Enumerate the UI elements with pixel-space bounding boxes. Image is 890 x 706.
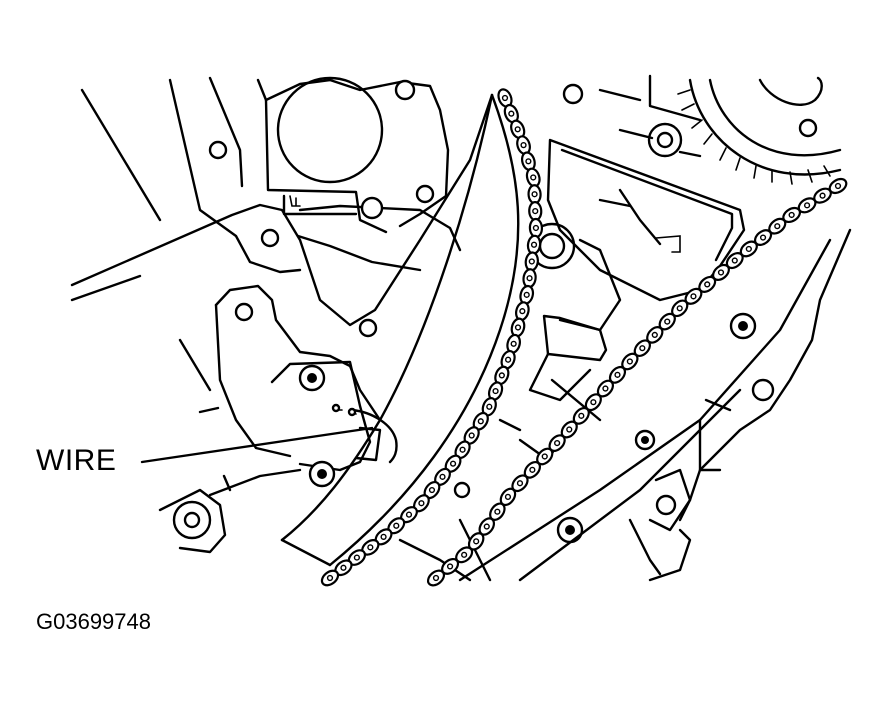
chain-pin	[731, 257, 738, 264]
chain-pin	[449, 460, 457, 467]
chain-pin	[523, 291, 530, 298]
chain-pin	[704, 281, 711, 288]
tensioner-housing	[276, 76, 384, 216]
chain-pin	[651, 331, 658, 338]
chain-guide	[280, 93, 520, 567]
chain-pin	[530, 174, 537, 181]
engine-cover-outline	[70, 76, 494, 554]
chain-pin	[483, 523, 490, 530]
chain-pin	[745, 245, 752, 253]
chain-pin	[340, 564, 347, 571]
chain-pin	[461, 551, 468, 558]
chain-pin	[505, 356, 512, 363]
wire-leader-line	[140, 426, 374, 464]
chain-pin	[418, 500, 425, 507]
chain-pin	[367, 544, 374, 551]
chain-pin	[514, 126, 521, 133]
chain-pin	[428, 486, 436, 494]
chain-pin	[717, 269, 725, 276]
chain-pin	[353, 554, 360, 561]
chain-pin	[578, 412, 585, 419]
chain-pin	[520, 142, 527, 149]
chain-pin	[492, 387, 499, 395]
chain-pin	[439, 473, 446, 480]
chain-pin	[530, 241, 538, 248]
chain-pin	[541, 453, 548, 460]
chain-pin	[508, 110, 515, 117]
chain-pin	[501, 94, 509, 102]
chain-pin	[459, 446, 466, 453]
chain-pin	[519, 308, 526, 315]
chain-pin	[393, 522, 400, 529]
chain-pin	[690, 293, 697, 300]
chain-pin	[626, 358, 633, 365]
chain-pin	[529, 466, 536, 473]
chain-pin	[526, 275, 533, 282]
chain-tensioner	[528, 138, 746, 402]
chain-pin	[532, 208, 539, 215]
chain-pin	[819, 192, 826, 199]
chain-pin	[494, 508, 501, 515]
chain-pin	[380, 533, 387, 540]
chain-pin	[566, 426, 573, 433]
chain-pin	[590, 399, 597, 406]
chain-pin	[639, 345, 646, 352]
chain-pin	[432, 574, 440, 582]
chain-pin	[516, 480, 524, 487]
chain-pin	[477, 418, 484, 425]
wire-callout-label: WIRE	[36, 444, 117, 477]
chain-pin	[498, 372, 505, 379]
chain-pin	[664, 318, 671, 325]
chain-pin	[803, 202, 811, 209]
camshaft-sprocket	[598, 74, 842, 185]
mounting-bolts	[172, 79, 818, 544]
chain-pin	[532, 224, 540, 232]
chain-pin	[774, 223, 781, 230]
chain-pin	[510, 340, 517, 347]
chain-pin	[602, 385, 609, 392]
chain-pin	[834, 182, 842, 190]
chain-pin	[486, 403, 493, 410]
chain-pin	[446, 563, 454, 570]
chain-pin	[528, 258, 535, 265]
chain-pin	[531, 191, 538, 198]
chain-pin	[614, 371, 621, 378]
chain-pin	[554, 440, 561, 447]
chain-pin	[468, 432, 475, 439]
engine-block-outline	[398, 228, 852, 582]
chain-pin	[326, 574, 334, 582]
figure-id: G03699748	[36, 609, 151, 634]
chain-pin	[504, 493, 512, 500]
chain-pin	[676, 305, 683, 312]
chain-pin	[473, 538, 480, 545]
chain-pin	[788, 211, 795, 219]
chain-pin	[525, 158, 532, 165]
chain-pin	[514, 324, 522, 331]
chain-pin	[405, 511, 413, 518]
timing-chain	[320, 88, 848, 587]
chain-pin	[759, 234, 767, 241]
